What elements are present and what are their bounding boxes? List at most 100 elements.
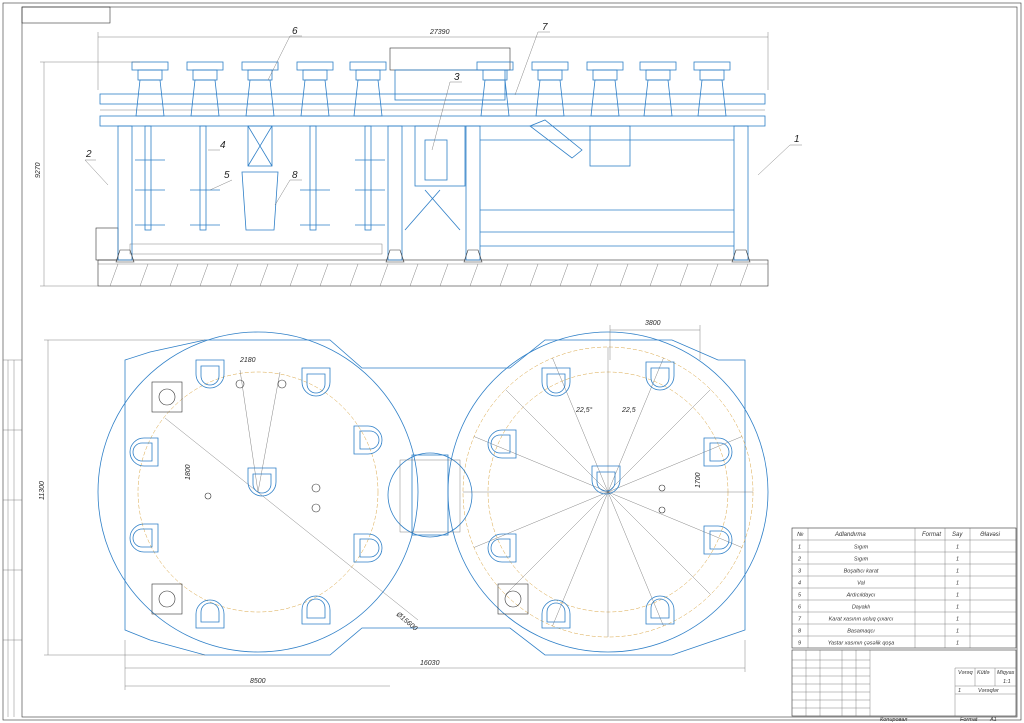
callout-leaders bbox=[84, 31, 802, 206]
plan-view bbox=[97, 331, 769, 656]
dim-right-inner: 1700 bbox=[695, 472, 702, 488]
callout-3: 3 bbox=[454, 72, 460, 83]
spec-row-name: Basamaqcı bbox=[847, 629, 875, 635]
bulb-fixture bbox=[353, 533, 383, 563]
elevation-view bbox=[95, 47, 769, 287]
spec-row-num: 7 bbox=[798, 617, 802, 623]
tb-sheet-num: 1 bbox=[958, 688, 961, 694]
spec-row-qty: 1 bbox=[956, 557, 959, 563]
spec-row-qty: 1 bbox=[956, 581, 959, 587]
spec-h-qty: Say bbox=[952, 532, 963, 538]
bulb-fixture bbox=[301, 595, 331, 625]
tank-unit bbox=[349, 61, 387, 117]
bulb-fixture bbox=[487, 533, 517, 563]
callout-2: 2 bbox=[85, 149, 92, 160]
radial-line bbox=[505, 491, 609, 595]
bulb-fixture bbox=[301, 367, 331, 397]
callout-5: 5 bbox=[224, 170, 230, 181]
bulb-fixture bbox=[195, 359, 225, 389]
left-circle bbox=[97, 331, 419, 653]
bulb-fixture bbox=[541, 367, 571, 397]
spec-h-format: Format bbox=[922, 532, 941, 538]
spec-row-num: 1 bbox=[798, 545, 801, 551]
dim-top-right: 3800 bbox=[645, 320, 661, 327]
tank-unit bbox=[131, 61, 169, 117]
radial-line bbox=[552, 491, 609, 627]
tb-format-label: Format bbox=[960, 717, 978, 723]
spec-row-name: Val bbox=[857, 581, 866, 587]
spec-row-name: Sıgım bbox=[854, 557, 869, 563]
left-margin-strip bbox=[3, 359, 22, 717]
spec-row-num: 2 bbox=[797, 557, 801, 563]
radial-line bbox=[505, 389, 609, 493]
dim-inner: 1800 bbox=[185, 464, 192, 480]
bulb-fixture bbox=[247, 467, 277, 497]
dim-plan-length: 16030 bbox=[420, 660, 440, 667]
dim-top-length: 27390 bbox=[429, 29, 450, 36]
radial-line bbox=[607, 389, 711, 493]
tb-sheets-label: Vərəqlər bbox=[978, 688, 1000, 694]
dim-rad-small: 2180 bbox=[239, 357, 256, 364]
tb-mass-label: Kütlə bbox=[977, 670, 990, 676]
tank-unit bbox=[186, 61, 224, 117]
tb-sheet-label: Vərəq bbox=[958, 670, 974, 676]
callout-4: 4 bbox=[220, 140, 226, 151]
dim-angle-b: 22,5 bbox=[621, 407, 636, 414]
spec-row-num: 3 bbox=[798, 569, 802, 575]
spec-row-name: Ardıcıldaycı bbox=[846, 593, 876, 599]
callout-8: 8 bbox=[292, 170, 298, 181]
tank-unit bbox=[586, 61, 624, 117]
spec-row-num: 9 bbox=[798, 641, 801, 647]
tb-scale: 1:1 bbox=[1003, 679, 1011, 685]
tank-unit bbox=[693, 61, 731, 117]
inner-frame bbox=[21, 6, 1018, 718]
spec-row-name: Sıgım bbox=[854, 545, 869, 551]
spec-h-name: Adlandırma bbox=[834, 532, 866, 538]
spec-row-name: Dayaklı bbox=[852, 605, 871, 611]
tank-unit bbox=[476, 61, 514, 117]
spec-row-qty: 1 bbox=[956, 605, 959, 611]
bulb-fixture bbox=[129, 523, 159, 553]
bulb-fixture bbox=[541, 599, 571, 629]
dim-top-height: 9270 bbox=[35, 162, 42, 178]
radial-line bbox=[607, 357, 664, 493]
spec-row-num: 5 bbox=[798, 593, 802, 599]
spec-row-name: Yastar xasının çəsəlik qoşa bbox=[828, 641, 895, 647]
spec-row-qty: 1 bbox=[956, 629, 959, 635]
tank-unit bbox=[531, 61, 569, 117]
callout-6: 6 bbox=[292, 26, 298, 37]
tank-unit bbox=[241, 61, 279, 117]
radial-line bbox=[473, 436, 609, 493]
bulb-fixture bbox=[129, 437, 159, 467]
tb-copied: Копировал bbox=[880, 717, 907, 723]
dim-angle-a: 22,5° bbox=[575, 406, 593, 414]
dim-plan-width: 11300 bbox=[39, 481, 46, 500]
callout-1: 1 bbox=[794, 134, 800, 145]
tank-unit bbox=[639, 61, 677, 117]
bulb-fixture bbox=[353, 425, 383, 455]
bulb-fixture bbox=[195, 599, 225, 629]
tb-format: A1 bbox=[989, 717, 997, 723]
radial-line bbox=[607, 436, 743, 493]
bulb-fixture bbox=[703, 437, 733, 467]
bulb-fixture bbox=[645, 361, 675, 391]
spec-row-name: Boşaltıcı karat bbox=[844, 569, 879, 575]
spec-row-qty: 1 bbox=[956, 593, 959, 599]
spec-h-note: Əlavəsi bbox=[980, 532, 1001, 538]
top-left-stamp bbox=[21, 6, 111, 24]
tb-scale-label: Miqyas bbox=[997, 670, 1015, 676]
dim-plan-half: 8500 bbox=[250, 678, 266, 685]
tank-unit bbox=[296, 61, 334, 117]
plan-hull bbox=[124, 339, 746, 656]
bulb-fixture bbox=[645, 595, 675, 625]
dimension-lines bbox=[40, 32, 769, 690]
radial-line bbox=[607, 491, 743, 548]
bulb-fixture bbox=[703, 525, 733, 555]
spec-row-name: Karat xasının ucluq çıxarcı bbox=[829, 617, 894, 623]
spec-row-qty: 1 bbox=[956, 617, 959, 623]
spec-row-num: 4 bbox=[798, 581, 801, 587]
radial-line bbox=[607, 491, 664, 627]
spec-row-num: 6 bbox=[798, 605, 802, 611]
